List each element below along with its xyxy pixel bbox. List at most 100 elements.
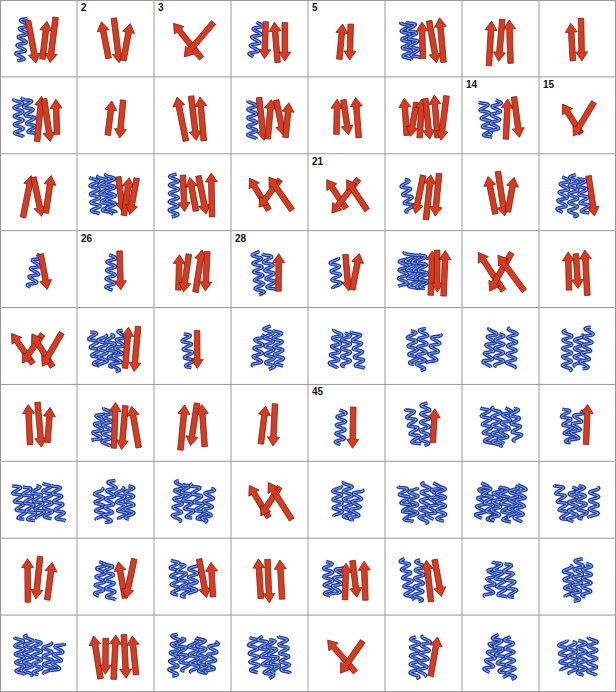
helix-highlight (248, 101, 257, 139)
motif-cell (89, 174, 142, 217)
strand-arrow (339, 563, 352, 600)
alpha-helix (577, 640, 586, 675)
helix-ribbon (335, 410, 346, 445)
strand-arrow (37, 330, 67, 369)
beta-strand (438, 250, 452, 296)
helix-ribbon (332, 486, 342, 517)
alpha-helix (562, 330, 572, 371)
motif-cell (398, 95, 452, 141)
callout-number: 26 (80, 233, 93, 245)
alpha-helix (436, 486, 445, 521)
beta-strand (580, 404, 594, 445)
strand-arrow (425, 636, 444, 677)
helix-highlight (248, 637, 260, 673)
callout-number: 28 (234, 233, 247, 245)
callout-number: 14 (465, 79, 478, 91)
strand-arrow (272, 254, 284, 292)
motif-cell (249, 22, 291, 63)
helix-ribbon (51, 484, 66, 523)
helix-highlight (589, 487, 599, 518)
motif-cell (172, 480, 215, 524)
beta-strand (339, 563, 352, 600)
beta-strand (194, 97, 210, 142)
beta-strand (174, 404, 190, 450)
grid-line (77, 0, 78, 692)
motif-cell (484, 560, 518, 599)
helix-highlight (562, 330, 572, 371)
helix-highlight (51, 484, 66, 523)
strand-arrow (435, 95, 452, 141)
helix-ribbon (400, 179, 415, 213)
alpha-helix (105, 174, 115, 214)
strand-arrow (124, 177, 143, 216)
beta-strand (425, 636, 444, 677)
beta-strand (493, 252, 529, 295)
beta-strand (508, 96, 525, 138)
helix-ribbon (272, 330, 284, 367)
strand-arrow (108, 635, 122, 680)
motif-cell (473, 249, 529, 294)
beta-strand (44, 17, 61, 64)
strand-arrow (263, 479, 297, 522)
strand-arrow (503, 20, 516, 64)
motif-cell (556, 175, 600, 218)
grid-line (308, 0, 309, 692)
helix-ribbon (14, 99, 24, 138)
helix-highlight (262, 252, 276, 290)
helix-highlight (89, 177, 100, 214)
helix-ribbon (32, 640, 42, 675)
strand-arrow (336, 638, 368, 677)
grid-line (0, 538, 616, 539)
strand-arrow (342, 177, 372, 214)
grid-line (0, 384, 616, 385)
strand-arrow (35, 253, 53, 291)
helix-ribbon (323, 561, 333, 596)
strand-arrow (196, 404, 211, 447)
alpha-helix (103, 562, 116, 601)
strand-arrow (126, 405, 145, 448)
beta-strand (350, 97, 365, 138)
beta-strand (427, 408, 441, 443)
helix-highlight (495, 334, 504, 367)
motif-cell (88, 634, 142, 679)
alpha-helix (569, 410, 583, 443)
helix-highlight (205, 641, 219, 675)
grid-line (154, 0, 155, 692)
callout-number: 21 (311, 156, 324, 168)
motif-cell (329, 329, 365, 369)
strand-arrow (568, 99, 599, 139)
beta-strand (171, 96, 192, 142)
strand-arrow (483, 21, 498, 66)
beta-strand (344, 24, 357, 60)
motif-cell (560, 404, 593, 445)
motif-cell (255, 404, 281, 447)
strand-arrow (40, 175, 57, 214)
motif-cell (14, 96, 63, 142)
helix-ribbon (562, 330, 572, 371)
helix-ribbon (252, 334, 264, 367)
motif-cell (252, 251, 285, 295)
strand-arrow (258, 22, 271, 59)
helix-ribbon (125, 486, 134, 520)
grid-line (231, 0, 232, 692)
strand-arrow (199, 251, 213, 291)
beta-strand (336, 638, 368, 677)
alpha-helix (342, 333, 351, 367)
motif-cell (248, 635, 290, 679)
helix-highlight (349, 488, 363, 520)
alpha-helix (252, 251, 265, 295)
strand-arrow (434, 17, 450, 63)
strand-arrow (350, 97, 365, 138)
helix-ribbon (351, 330, 365, 369)
grid-line (0, 0, 1, 692)
beta-strand (565, 23, 579, 61)
callout-number: 2 (80, 2, 88, 14)
beta-strand (268, 22, 283, 63)
beta-strand (347, 560, 363, 598)
alpha-helix (400, 179, 415, 213)
motif-cell (11, 483, 65, 522)
motif-cell (400, 173, 445, 220)
helix-highlight (272, 330, 284, 367)
grid-line (0, 615, 616, 616)
